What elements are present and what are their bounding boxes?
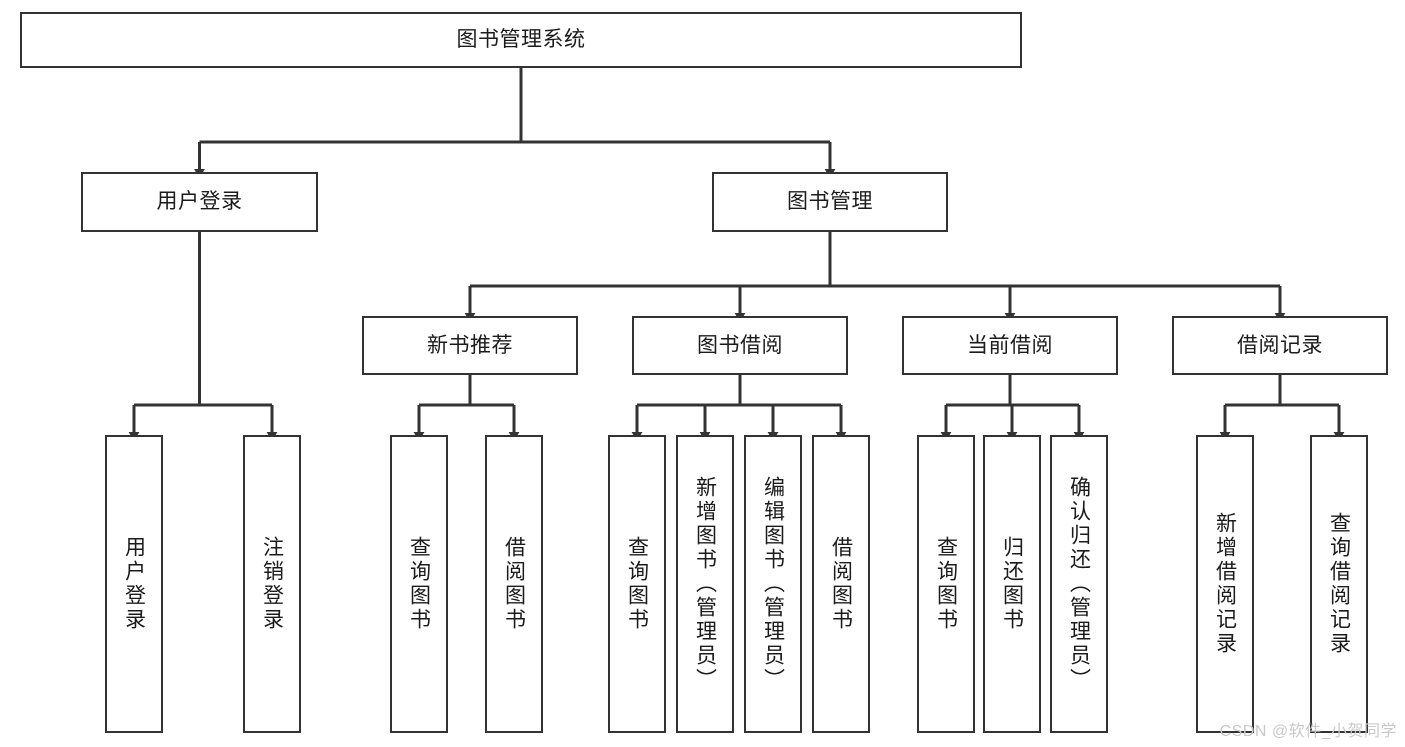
node-leaf-borrow-book-2[interactable]: 借阅图书 (812, 435, 870, 733)
node-leaf-return-book[interactable]: 归还图书 (983, 435, 1041, 733)
node-label: 新增借阅记录 (1213, 512, 1237, 656)
node-new-book-recommend[interactable]: 新书推荐 (362, 316, 578, 375)
edges (128, 68, 1345, 442)
node-label: 当前借阅 (967, 333, 1053, 357)
node-label: 查询图书 (407, 536, 431, 632)
node-leaf-user-logout[interactable]: 注销登录 (243, 435, 301, 733)
node-leaf-query-record[interactable]: 查询借阅记录 (1310, 435, 1368, 733)
node-leaf-query-book-1[interactable]: 查询图书 (390, 435, 448, 733)
node-root[interactable]: 图书管理系统 (20, 12, 1022, 68)
node-current-borrow[interactable]: 当前借阅 (902, 316, 1118, 375)
node-label: 新书推荐 (427, 333, 513, 357)
node-leaf-user-login[interactable]: 用户登录 (105, 435, 163, 733)
watermark: CSDN @软件_小贺同学 (1219, 723, 1397, 740)
node-label: 借阅图书 (502, 536, 526, 632)
node-leaf-query-book-3[interactable]: 查询图书 (917, 435, 975, 733)
node-user-login[interactable]: 用户登录 (81, 172, 318, 232)
node-label: 用户登录 (156, 190, 243, 214)
node-label: 图书借阅 (697, 333, 783, 357)
node-book-manage[interactable]: 图书管理 (712, 172, 948, 232)
node-label: 查询借阅记录 (1327, 512, 1351, 656)
node-leaf-add-record[interactable]: 新增借阅记录 (1196, 435, 1254, 733)
node-leaf-query-book-2[interactable]: 查询图书 (608, 435, 666, 733)
node-leaf-borrow-book-1[interactable]: 借阅图书 (485, 435, 543, 733)
node-label: 借阅图书 (829, 536, 853, 632)
node-label: 用户登录 (122, 536, 146, 632)
node-label: 注销登录 (260, 536, 284, 632)
node-borrow-record[interactable]: 借阅记录 (1172, 316, 1388, 375)
node-label: 确认归还（管理员） (1067, 476, 1091, 692)
node-label: 查询图书 (625, 536, 649, 632)
node-leaf-add-book[interactable]: 新增图书（管理员） (676, 435, 734, 733)
node-leaf-confirm-return[interactable]: 确认归还（管理员） (1050, 435, 1108, 733)
node-label: 归还图书 (1000, 536, 1024, 632)
node-label: 借阅记录 (1237, 333, 1323, 357)
node-book-borrow[interactable]: 图书借阅 (632, 316, 848, 375)
node-label: 图书管理 (787, 190, 873, 214)
node-leaf-edit-book[interactable]: 编辑图书（管理员） (744, 435, 802, 733)
node-label: 图书管理系统 (456, 28, 586, 52)
node-label: 查询图书 (934, 536, 958, 632)
node-label: 编辑图书（管理员） (761, 476, 785, 692)
node-label: 新增图书（管理员） (693, 476, 717, 692)
